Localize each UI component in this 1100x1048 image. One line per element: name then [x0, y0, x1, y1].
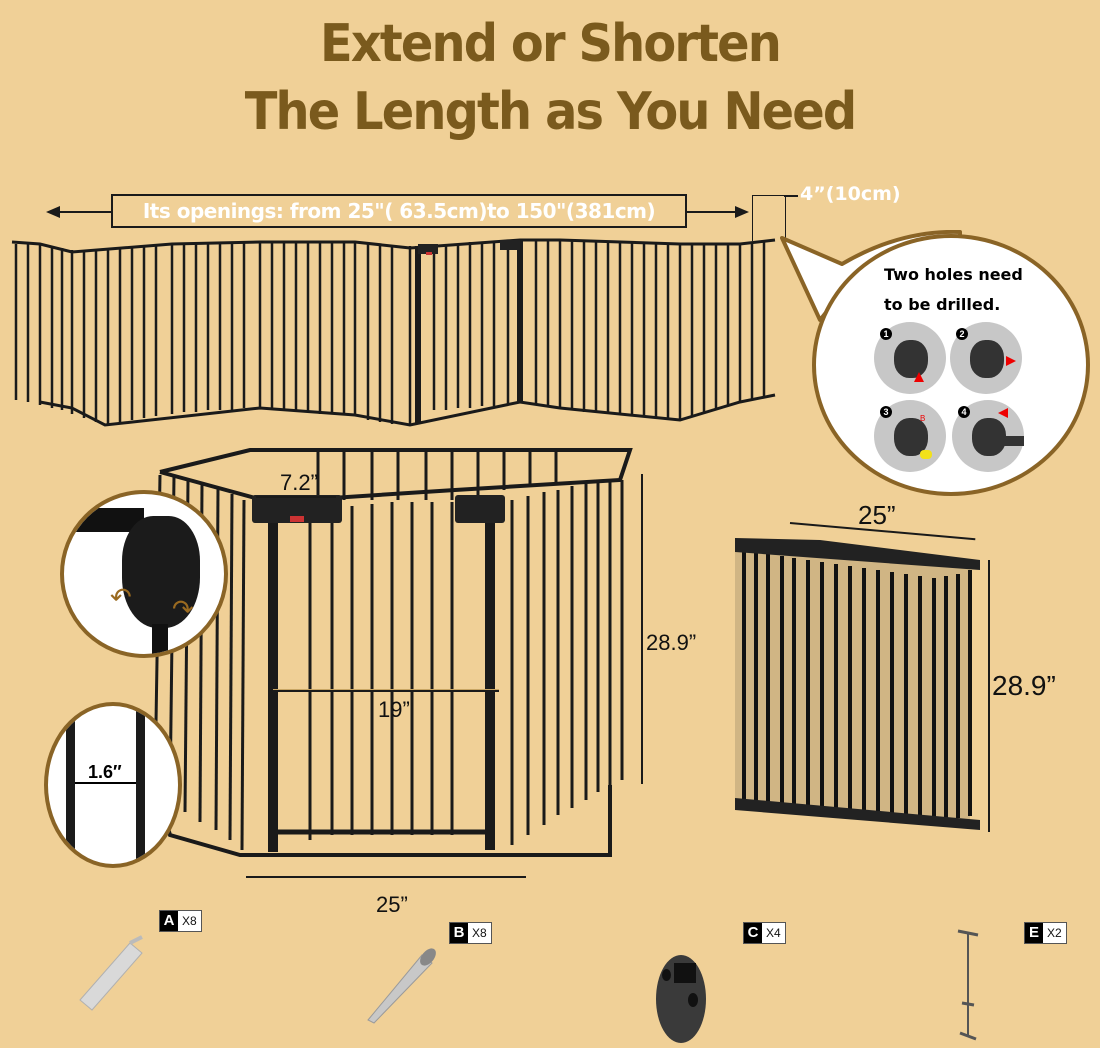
drill-callout-line2: to be drilled. [884, 295, 1001, 314]
wall-cup-icon [894, 340, 928, 378]
part-badge-a: A X8 [159, 910, 202, 932]
arrow-up-icon [914, 372, 924, 382]
install-step-1: 1 [874, 322, 946, 394]
fence-bar-left [66, 706, 75, 864]
screwdriver-icon [920, 450, 932, 459]
drill-callout-bubble: Two holes need to be drilled. 1 2 3 B 4 [812, 234, 1090, 496]
fence-bar-icon [982, 436, 1024, 446]
rod-icon [957, 929, 979, 1041]
part-badge-c: C X4 [743, 922, 786, 944]
part-badge-e: E X2 [1024, 922, 1067, 944]
headline-line1: Extend or Shorten [320, 14, 782, 74]
arrow-right-icon [1006, 356, 1016, 366]
extension-length-label: 4”(10cm) [800, 183, 901, 205]
panel-width-arrow [246, 876, 526, 878]
extension-arrow [784, 195, 798, 197]
left-dimension-arrow [50, 211, 111, 213]
bar-spacing-callout-bubble: 1.6″ [44, 702, 182, 868]
folded-fence-image [735, 538, 980, 830]
part-badge-b: B X8 [449, 922, 492, 944]
fence-bar-right [136, 706, 145, 864]
top-width-arrow [256, 496, 336, 498]
panel-width-label: 25” [376, 892, 408, 917]
install-step-3: 3 B [874, 400, 946, 472]
door-width-label: 19” [378, 697, 410, 722]
install-step-2: 2 [950, 322, 1022, 394]
folded-height-label: 28.9” [992, 670, 1056, 701]
hexagon-pen-image [153, 448, 633, 857]
right-dimension-arrow [687, 211, 739, 213]
right-arrowhead-icon [735, 206, 749, 218]
door-width-arrow [273, 689, 499, 692]
spacing-arrow [75, 782, 136, 784]
arrow-left-icon [998, 408, 1008, 418]
wall-cup-icon [894, 418, 928, 456]
left-arrowhead-icon [46, 206, 60, 218]
wall-cup-icon [970, 340, 1004, 378]
extended-fence-image [11, 238, 776, 427]
openings-range-label: Its openings: from 25"( 63.5cm)to 150"(3… [111, 194, 687, 228]
pen-height-label: 28.9” [646, 630, 697, 655]
rotate-left-icon: ↶ [110, 582, 132, 612]
wall-anchor-icon [79, 935, 143, 1011]
extension-bracket [752, 195, 786, 241]
top-width-label: 7.2” [280, 470, 318, 495]
screw-icon [367, 948, 436, 1024]
headline-line2: The Length as You Need [244, 82, 857, 142]
drill-callout-line1: Two holes need [884, 265, 1023, 284]
pen-height-arrow [641, 474, 643, 784]
hinge-post [152, 624, 168, 654]
folded-width-label: 25” [858, 500, 896, 530]
bar-spacing-label: 1.6″ [88, 762, 122, 782]
folded-height-arrow [988, 560, 990, 832]
wall-cup-part-icon [656, 955, 706, 1043]
hinge-callout-bubble: ↶ ↷ [60, 490, 228, 658]
hinge-knob [122, 516, 200, 628]
rotate-right-icon: ↷ [172, 594, 194, 624]
install-step-4: 4 [952, 400, 1024, 472]
